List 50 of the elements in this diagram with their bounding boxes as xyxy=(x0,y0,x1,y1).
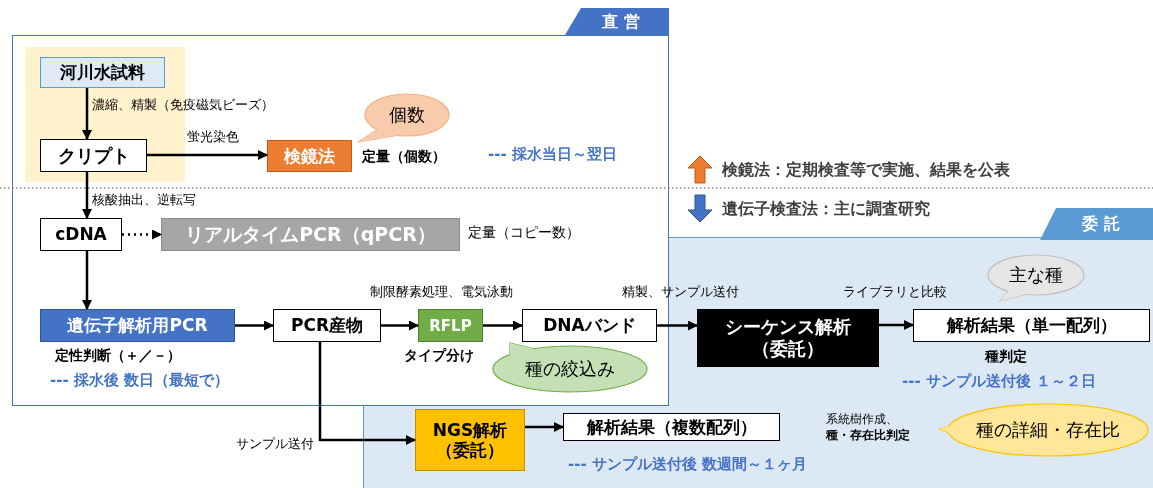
bubble-text: 種の詳細・存在比 xyxy=(976,418,1120,442)
process-box: クリプト xyxy=(40,139,147,172)
process-box: シーケンス解析（委託） xyxy=(697,309,879,367)
note-text: --- サンプル送付後 １～２日 xyxy=(902,372,1097,391)
arrow xyxy=(483,320,523,331)
process-box: 解析結果（複数配列） xyxy=(563,413,780,441)
region-tab: 直営 xyxy=(565,8,669,35)
process-box: PCR産物 xyxy=(273,309,381,342)
process-box: cDNA xyxy=(40,218,122,251)
process-box: 河川水試料 xyxy=(40,57,165,88)
note-text: --- 採水後 数日（最短で） xyxy=(50,371,230,390)
arrow xyxy=(82,172,92,219)
note-text: 定量（個数） xyxy=(362,148,446,166)
note-text: 定性判断（＋／－） xyxy=(55,347,181,365)
bubble-text: 主な種 xyxy=(1009,263,1063,287)
edge-label: サンプル送付 xyxy=(236,435,314,453)
process-box: DNAバンド xyxy=(522,309,657,342)
bubble-text: 種の絞込み xyxy=(525,357,615,381)
arrow xyxy=(318,342,416,445)
arrow xyxy=(879,320,914,330)
note-text: 系統樹作成、 xyxy=(826,411,898,428)
legend-text: 遺伝子検査法：主に調査研究 xyxy=(722,199,930,220)
note-text: 種判定 xyxy=(985,348,1027,366)
note-text: タイプ分け xyxy=(404,347,474,365)
arrow xyxy=(235,320,274,331)
note-text: 種・存在比判定 xyxy=(826,427,910,444)
note-text: --- 採水当日～翌日 xyxy=(488,145,617,164)
process-box: RFLP xyxy=(418,309,483,342)
legend-text: 検鏡法：定期検査等で実施、結果を公表 xyxy=(722,160,1010,181)
process-box: 解析結果（単一配列） xyxy=(913,309,1150,342)
bubble-text: 個数 xyxy=(389,103,425,127)
edge-label: ライブラリと比較 xyxy=(843,283,947,301)
arrow xyxy=(381,320,419,331)
note-text: 定量（コピー数） xyxy=(468,224,580,242)
process-box: リアルタイムPCR（qPCR） xyxy=(161,218,460,251)
arrow xyxy=(525,422,564,432)
edge-label: 制限酵素処理、電気泳動 xyxy=(370,283,513,301)
process-box: 遺伝子解析用PCR xyxy=(40,309,235,342)
arrow xyxy=(82,251,92,310)
arrow xyxy=(147,150,268,160)
region-tab: 委託 xyxy=(1040,208,1153,240)
edge-label: 濃縮、精製（免疫磁気ビーズ） xyxy=(92,96,274,114)
arrow xyxy=(122,229,162,240)
note-text: --- サンプル送付後 数週間～１ヶ月 xyxy=(568,455,808,474)
edge-label: 核酸抽出、逆転写 xyxy=(92,191,196,209)
arrow xyxy=(82,88,92,140)
edge-label: 蛍光染色 xyxy=(187,128,239,146)
process-box: 検鏡法 xyxy=(267,140,352,172)
process-box: NGS解析（委託） xyxy=(415,409,525,471)
arrow xyxy=(657,320,698,331)
